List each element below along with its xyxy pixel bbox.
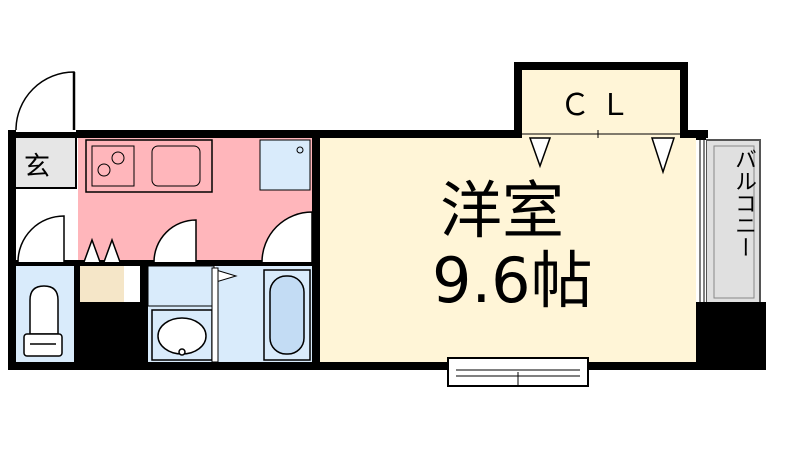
entrance-door-swing (15, 71, 75, 131)
stove (91, 145, 135, 187)
closet-door-marker-right (650, 137, 676, 175)
entrance-label: 玄 (24, 152, 51, 182)
closet-door-marker-left (528, 137, 552, 169)
balcony-inner-line (713, 145, 755, 299)
western-room-size: 9.6帖 (432, 244, 593, 317)
window-bottom (447, 357, 589, 387)
kitchen-counter (85, 139, 213, 193)
toilet (23, 285, 63, 357)
door-swing-kitchen (261, 211, 313, 263)
door-swing-washroom (153, 219, 197, 263)
balcony-floor (705, 139, 761, 305)
balcony-label: バルコニー (731, 148, 756, 258)
western-room-floor (318, 136, 698, 364)
balcony-column (698, 302, 766, 370)
entrance-tile (13, 135, 77, 189)
door-swing-storage (83, 237, 121, 263)
kitchen-sink (151, 145, 201, 187)
western-room-name: 洋室 (440, 174, 565, 247)
pipe-space (78, 302, 140, 368)
door-swing-entrance (17, 215, 65, 263)
appliance-space (259, 139, 311, 191)
washbasin (151, 309, 213, 361)
stove-burner-2 (111, 151, 125, 165)
closet-label: ＣＬ (560, 88, 640, 123)
storage-floor (80, 262, 124, 302)
closet-floor (520, 68, 682, 134)
stove-burner-1 (97, 163, 111, 177)
bathtub (263, 269, 311, 361)
